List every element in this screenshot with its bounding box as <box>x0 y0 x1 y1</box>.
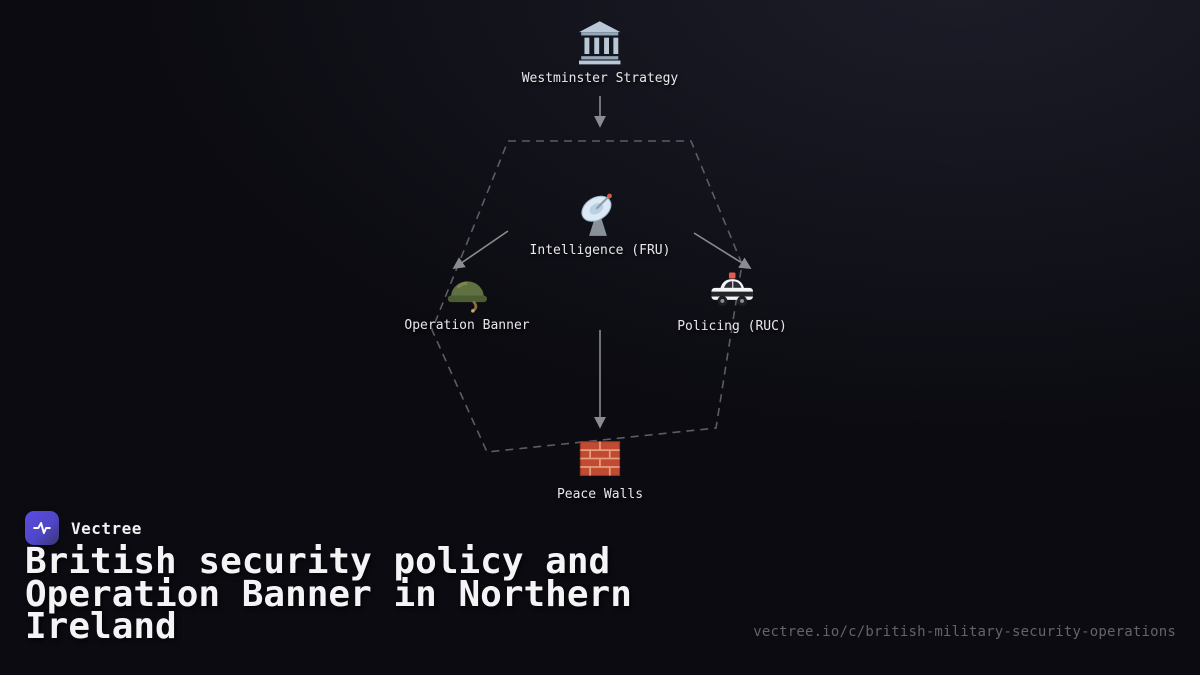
vectree-logo <box>25 511 59 545</box>
node-peace-walls: Peace Walls <box>557 430 643 502</box>
brand-name: Vectree <box>71 518 142 538</box>
pulse-icon <box>33 521 51 535</box>
node-intelligence-fru: Intelligence (FRU) <box>529 186 671 258</box>
security-group-dashed-hexagon <box>431 140 743 453</box>
node-label: Peace Walls <box>556 487 644 502</box>
node-operation-banner: Operation Banner <box>404 261 530 333</box>
page-url: vectree.io/c/british-military-security-o… <box>753 624 1176 640</box>
node-label: Intelligence (FRU) <box>529 243 671 258</box>
node-label: Policing (RUC) <box>677 319 787 334</box>
brick-wall-icon <box>576 430 624 482</box>
node-label: Westminster Strategy <box>521 71 679 86</box>
node-westminster-strategy: Westminster Strategy <box>521 14 679 86</box>
edge-intelligence-to-policing <box>693 232 752 269</box>
node-label: Operation Banner <box>404 318 530 333</box>
military-helmet-icon <box>443 261 491 313</box>
edge-intelligence-to-operation-banner <box>452 230 509 270</box>
satellite-icon <box>577 186 623 238</box>
brand-row: Vectree <box>25 511 142 545</box>
page-title: British security policy and Operation Ba… <box>25 541 632 647</box>
node-policing-ruc: Policing (RUC) <box>677 262 787 334</box>
police-car-icon <box>708 262 756 314</box>
bank-icon <box>576 14 624 66</box>
